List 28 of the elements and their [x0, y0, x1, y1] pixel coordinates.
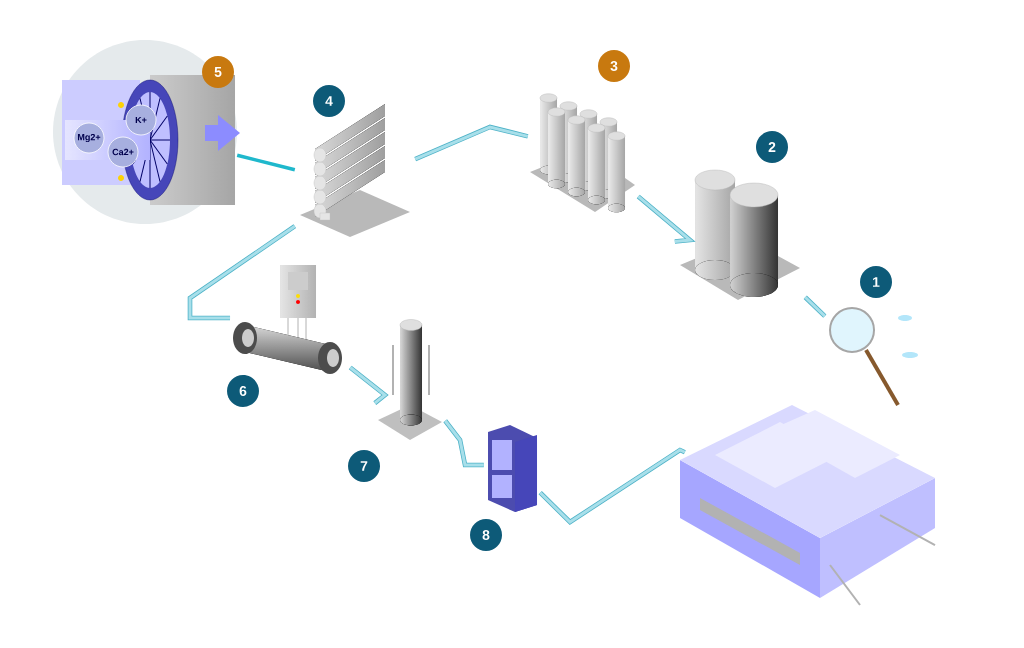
pipe — [348, 365, 389, 405]
ion-bubble: Ca2+ — [107, 136, 139, 168]
cabinet-drawing — [488, 425, 537, 512]
pipe — [443, 419, 484, 468]
callout-number: 3 — [598, 50, 630, 82]
callout-number: 1 — [860, 266, 892, 298]
callout-number: 7 — [348, 450, 380, 482]
uv-reactor-drawing — [233, 265, 342, 374]
membrane-stack-drawing — [300, 104, 410, 237]
callout-number: 6 — [227, 375, 259, 407]
pipe — [187, 224, 297, 321]
ion-bubble: K+ — [125, 104, 157, 136]
cylinder-array-drawing — [530, 93, 635, 213]
pipe — [414, 124, 529, 162]
column-drawing — [378, 319, 442, 440]
callout-number: 4 — [313, 85, 345, 117]
ion-bubble: Mg2+ — [73, 122, 105, 154]
pipe — [538, 447, 686, 525]
callout-number: 8 — [470, 519, 502, 551]
membrane-inset-drawing — [53, 40, 240, 224]
factory-drawing — [680, 405, 936, 606]
leader-line — [236, 153, 296, 172]
storage-tanks-drawing — [680, 169, 800, 300]
callout-number: 5 — [202, 56, 234, 88]
callout-number: 2 — [756, 131, 788, 163]
magnifier-drawing — [829, 307, 918, 406]
pipe — [636, 194, 696, 244]
pipe — [803, 295, 827, 318]
